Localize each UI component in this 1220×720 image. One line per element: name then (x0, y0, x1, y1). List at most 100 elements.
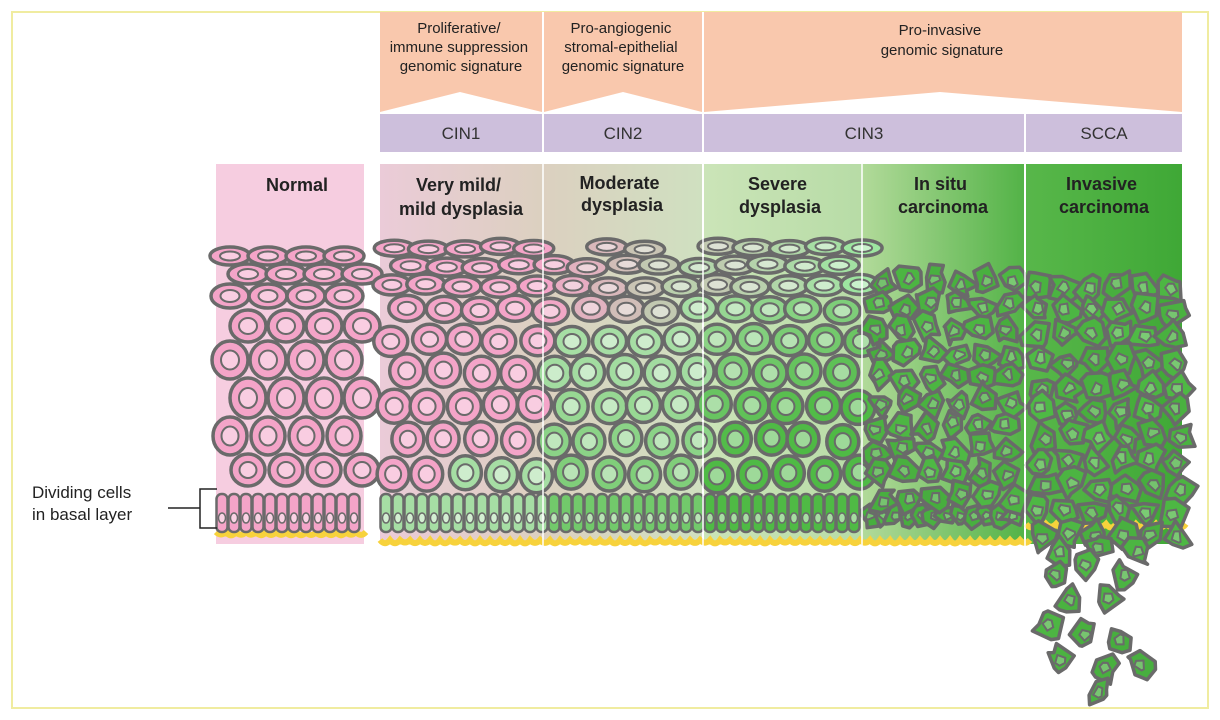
cell-nucleus (352, 461, 372, 479)
cell-nucleus (952, 348, 967, 362)
cell-nucleus (257, 289, 279, 303)
cell-nucleus (241, 512, 251, 524)
cell-nucleus (397, 361, 417, 381)
cell-nucleus (352, 317, 372, 335)
cell-nucleus (1087, 456, 1100, 470)
cell-nucleus (1113, 633, 1125, 646)
cell-nucleus (220, 349, 240, 371)
cell-nucleus (435, 261, 458, 273)
cell-nucleus (1078, 628, 1092, 643)
cell-nucleus (976, 301, 989, 315)
cell-nucleus (433, 360, 453, 380)
cell-nucleus (923, 373, 937, 385)
cell-nucleus (1002, 297, 1015, 311)
cell-nucleus (1057, 302, 1070, 316)
cell-nucleus (900, 345, 914, 359)
cell-nucleus (741, 512, 751, 524)
cell-nucleus (926, 344, 941, 359)
cell-nucleus (1131, 545, 1145, 558)
cell-nucleus (814, 241, 837, 252)
cell-nucleus (384, 396, 404, 416)
cell-nucleus (334, 349, 354, 371)
cell-nucleus (837, 512, 847, 524)
cell-nucleus (705, 512, 715, 524)
cell-nucleus (434, 301, 455, 317)
cell-nucleus (334, 425, 354, 447)
cell-nucleus (1143, 529, 1158, 543)
cell-nucleus (384, 464, 403, 484)
epithelial-cells (208, 236, 1200, 707)
cell-nucleus (952, 398, 966, 412)
cell-nucleus (741, 242, 764, 253)
cell-nucleus (744, 330, 764, 348)
cell-nucleus (383, 243, 406, 254)
cell-nucleus (1114, 450, 1127, 465)
cell-nucleus (501, 512, 511, 524)
cell-nucleus (815, 464, 834, 484)
cell-nucleus (598, 281, 620, 294)
grade-scca-label: SCCA (1080, 124, 1128, 143)
cell-nucleus (871, 466, 885, 479)
cell-nucleus (1141, 355, 1156, 370)
cell-nucleus (832, 303, 853, 319)
cell-nucleus (1083, 281, 1096, 295)
cell-nucleus (1086, 404, 1101, 419)
basal-layer-bracket (199, 488, 217, 529)
grade-cin3-label: CIN3 (845, 124, 884, 143)
cell-nucleus (1141, 401, 1155, 415)
cell-nucleus (657, 512, 667, 524)
cell-nucleus (296, 349, 316, 371)
cell-nucleus (1120, 482, 1134, 496)
cell-nucleus (688, 261, 711, 273)
cell-nucleus (778, 243, 801, 254)
cell-nucleus (1098, 661, 1112, 675)
cell-nucleus (669, 395, 689, 415)
cell-nucleus (832, 362, 852, 382)
cell-nucleus (1138, 507, 1152, 521)
signature-proliferative-label: Proliferative/ immune suppression genomi… (390, 20, 533, 75)
cell-nucleus (597, 512, 607, 524)
cell-nucleus (325, 512, 335, 524)
cell-nucleus (1091, 685, 1104, 699)
cell-nucleus (868, 324, 882, 336)
cell-nucleus (708, 466, 727, 486)
cell-nucleus (926, 396, 940, 410)
cell-nucleus (946, 416, 960, 430)
cell-nucleus (647, 259, 670, 271)
cell-nucleus (633, 244, 656, 255)
cell-nucleus (600, 397, 620, 417)
cell-nucleus (505, 300, 526, 316)
cell-nucleus (687, 362, 707, 382)
cell-nucleus (871, 367, 886, 382)
cell-nucleus (999, 444, 1013, 458)
cell-nucleus (1113, 406, 1128, 419)
cell-nucleus (1006, 275, 1019, 289)
cell-nucleus (477, 512, 487, 524)
cell-nucleus (671, 462, 690, 482)
cell-nucleus (453, 512, 463, 524)
cell-nucleus (1087, 352, 1100, 367)
cell-nucleus (415, 278, 437, 291)
cell-nucleus (296, 425, 316, 447)
cell-nucleus (580, 300, 601, 316)
cell-nucleus (1005, 350, 1018, 364)
cell-nucleus (405, 512, 415, 524)
cell-nucleus (725, 301, 746, 317)
cell-nucleus (333, 289, 355, 303)
cell-nucleus (549, 512, 559, 524)
cell-nucleus (900, 392, 914, 406)
cell-nucleus (1110, 326, 1125, 340)
cell-nucleus (739, 280, 761, 293)
cell-nucleus (238, 317, 258, 335)
cell-nucleus (1163, 282, 1179, 297)
cell-nucleus (351, 268, 373, 280)
cell-nucleus (980, 274, 993, 288)
cell-nucleus (707, 278, 729, 291)
cell-nucleus (526, 280, 548, 293)
cell-nucleus (396, 300, 417, 316)
cell-nucleus (949, 464, 962, 478)
cell-nucleus (920, 320, 934, 334)
cell-nucleus (1173, 482, 1187, 497)
